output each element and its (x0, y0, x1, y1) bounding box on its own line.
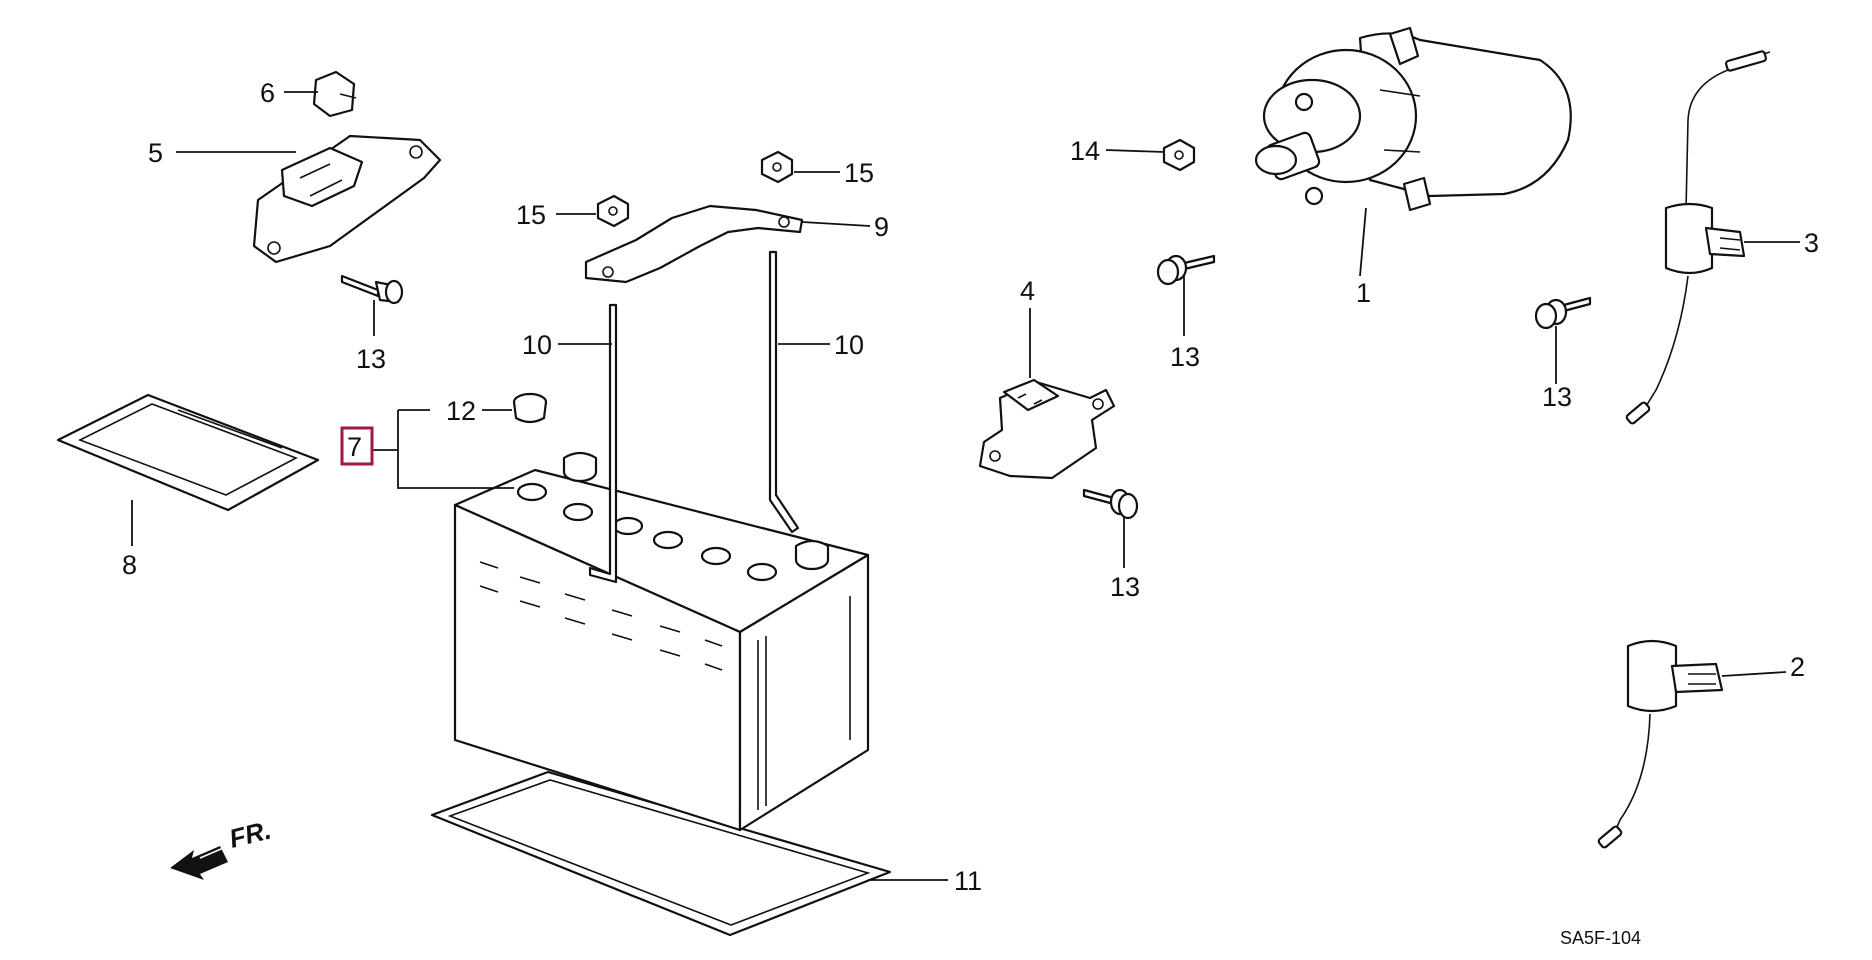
callout-2: 2 (1790, 652, 1805, 682)
callout-8: 8 (122, 550, 137, 580)
callout-15-lower: 15 (516, 200, 546, 230)
front-direction-arrow: FR. (170, 815, 274, 880)
callout-13-b: 13 (1170, 342, 1200, 372)
battery-terminal-left (562, 451, 598, 483)
leader-lines (131, 91, 1800, 881)
callout-1: 1 (1356, 278, 1371, 308)
battery-terminal-right (794, 539, 830, 571)
callout-12: 12 (446, 396, 476, 426)
ignition-coil[interactable] (1254, 26, 1572, 212)
figure-code: SA5F-104 (1560, 928, 1641, 948)
callout-5: 5 (148, 138, 163, 168)
battery-hold-down-bracket[interactable] (584, 204, 804, 284)
callout-13-d: 13 (1542, 382, 1572, 412)
flange-bolt-b[interactable] (1156, 254, 1216, 286)
callout-15-upper: 15 (844, 158, 874, 188)
callout-11: 11 (954, 866, 982, 896)
callout-6: 6 (260, 78, 275, 108)
battery[interactable] (453, 451, 870, 832)
callout-13-c: 13 (1110, 572, 1140, 602)
flange-nut-lower[interactable] (596, 194, 630, 228)
hold-down-rod-right[interactable] (768, 250, 800, 534)
flange-bolt-c[interactable] (1082, 488, 1139, 520)
battery-tray-pad[interactable] (430, 770, 892, 937)
flange-bolt-d[interactable] (1534, 296, 1592, 330)
callout-3: 3 (1804, 228, 1819, 258)
flange-nut-coil[interactable] (1162, 138, 1196, 172)
callout-10-left: 10 (522, 330, 552, 360)
flange-nut-upper[interactable] (760, 150, 794, 184)
callout-labels: 1 2 3 4 5 6 7 8 9 10 10 11 12 13 13 13 1… (122, 78, 1819, 896)
hold-down-rod-left[interactable] (588, 303, 618, 584)
direction-label: FR. (226, 815, 274, 854)
rubber-cap[interactable] (312, 70, 357, 118)
callout-4: 4 (1020, 276, 1035, 306)
relay[interactable] (978, 378, 1116, 480)
callout-9: 9 (874, 212, 889, 242)
battery-cap[interactable] (512, 392, 548, 424)
callout-13-a: 13 (356, 344, 386, 374)
callout-7: 7 (347, 432, 362, 462)
battery-cover-pad[interactable] (56, 393, 320, 512)
relay-bracket[interactable] (252, 134, 442, 264)
callout-7-highlight[interactable]: 7 (340, 426, 374, 466)
callout-14: 14 (1070, 136, 1100, 166)
flange-bolt-a[interactable] (340, 274, 404, 305)
callout-10-right: 10 (834, 330, 864, 360)
condenser-upper[interactable] (1625, 50, 1771, 425)
condenser-lower[interactable] (1597, 639, 1724, 849)
